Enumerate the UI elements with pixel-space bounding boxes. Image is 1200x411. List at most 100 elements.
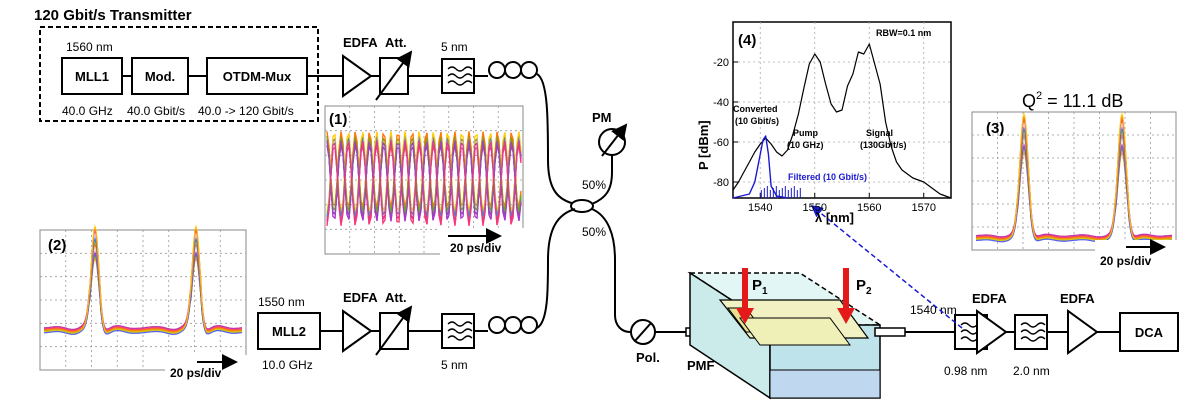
rate-label-1: 40.0 GHz — [62, 104, 113, 118]
rate-label-3: 40.0 -> 120 Gbit/s — [198, 104, 294, 118]
annotation-filtered: Filtered (10 Gbit/s) — [788, 172, 867, 182]
annotation-signal-line2: (130Gbit/s) — [860, 140, 907, 150]
pulse-trace — [975, 115, 1173, 239]
receiver-filter-center: 1540 nm — [910, 303, 957, 317]
eye-diagram-3: Q2 = 11.1 dB (3) 20 ps/div — [971, 90, 1177, 268]
mll2-label: MLL2 — [272, 324, 306, 339]
coupler-split-bottom: 50% — [582, 225, 606, 239]
eye3-scale: 20 ps/div — [1100, 254, 1152, 268]
receiver-filter-bandwidth: 0.98 nm — [944, 364, 987, 378]
transmitter-title: 120 Gbit/s Transmitter — [34, 7, 192, 24]
annotation-converted-line1: Converted — [733, 104, 778, 114]
device-chip — [687, 271, 883, 400]
polarizer-label: Pol. — [636, 350, 660, 365]
receiver-filter2-wave-icon — [1020, 322, 1046, 342]
spectrum-ytick-label: -80 — [713, 177, 729, 189]
spectrum-xtick-label: 1570 — [912, 202, 936, 214]
spectrum-series-filtered — [732, 135, 788, 199]
otdm-mux-label: OTDM-Mux — [223, 69, 292, 84]
spectrum-xtick-label: 1540 — [748, 202, 772, 214]
pulse-trace — [44, 225, 243, 333]
pump-arrow-p1-head-icon — [736, 308, 754, 324]
spectrum-rbw: RBW=0.1 nm — [876, 28, 931, 38]
eye2-label: (2) — [48, 237, 66, 254]
pump-edfa-amplifier-icon — [342, 309, 373, 353]
pump-polarization-controller-icon — [488, 316, 538, 334]
receiver-edfa2-amplifier-icon — [1067, 309, 1099, 355]
pump-filter-bandwidth: 5 nm — [441, 358, 468, 372]
annotation-signal-line1: Signal — [866, 128, 893, 138]
receiver-edfa1-label: EDFA — [972, 291, 1007, 306]
pulse-trace — [44, 236, 243, 335]
annotation-pump-line2: (10 GHz) — [787, 140, 824, 150]
fiber-pump-to-coupler — [536, 208, 576, 329]
upper-bandpass-filter-box — [441, 58, 475, 94]
pump-edfa-label: EDFA — [343, 290, 378, 305]
spectrum-plot: 1540 1550 1560 1570 -20 -40 -60 -80 (4) RBW=0.1… — [696, 21, 952, 225]
upper-polarization-controller-icon — [488, 61, 538, 79]
spectrum-ytick-label: -20 — [713, 57, 729, 69]
eye1-scale: 20 ps/div — [450, 241, 502, 255]
pulse-trace — [975, 111, 1173, 242]
eye-diagram-1: (1) 20 ps/div — [324, 105, 524, 256]
p2-label: P2 — [856, 277, 872, 297]
spectrum-xtick-label: 1560 — [857, 202, 881, 214]
upper-edfa-label: EDFA — [343, 35, 378, 50]
pump-arrow-p2-head-icon — [837, 308, 855, 324]
spectrum-pointer-dashed-line — [810, 205, 963, 329]
pulse-trace — [975, 118, 1173, 238]
pmf-label: PMF — [687, 358, 715, 373]
annotation-converted-line2: (10 Gbit/s) — [735, 116, 779, 126]
polarizer-slash-icon — [634, 322, 652, 342]
spectrum-ytick-label: -60 — [713, 137, 729, 149]
annotation-pump-line1: Pump — [793, 128, 819, 138]
transmitter-frame — [39, 26, 319, 122]
eye-diagram-2: (2) 20 ps/div — [39, 224, 247, 380]
pump-rate: 10.0 GHz — [262, 358, 313, 372]
pulse-trace — [975, 126, 1173, 243]
upper-filter-bandwidth: 5 nm — [441, 40, 468, 54]
pulse-trace — [44, 224, 243, 334]
mod-label: Mod. — [145, 69, 175, 84]
pump-filter-wave-icon — [447, 321, 473, 341]
receiver-edfa1-amplifier-icon — [976, 309, 1008, 355]
coupler-split-top: 50% — [582, 178, 606, 192]
receiver-edfa2-label: EDFA — [1060, 291, 1095, 306]
rate-label-2: 40.0 Gbit/s — [127, 104, 185, 118]
pump-wavelength: 1550 nm — [258, 295, 305, 309]
eye3-label: (3) — [986, 120, 1004, 137]
eye1-trace — [326, 140, 522, 226]
spectrum-label: (4) — [738, 32, 756, 49]
eye2-scale: 20 ps/div — [170, 366, 222, 380]
pump-attenuator-arrow-icon — [375, 305, 413, 356]
upper-filter-wave-icon — [447, 66, 473, 86]
upper-edfa-amplifier-icon — [342, 54, 373, 98]
eye3-q-factor: Q2 = 11.1 dB — [1022, 90, 1123, 111]
spectrum-xlabel: λ [nm] — [815, 210, 854, 225]
fiber-coupler-to-pol — [591, 208, 631, 333]
power-meter-needle-icon — [601, 123, 628, 157]
spectrum-ytick-label: -40 — [713, 97, 729, 109]
eye1-label: (1) — [329, 111, 347, 128]
output-connector — [874, 327, 906, 337]
upper-att-label: Att. — [385, 35, 407, 50]
mll1-label: MLL1 — [75, 69, 109, 84]
pump-bandpass-filter-box — [441, 313, 475, 349]
pulse-trace — [44, 228, 243, 331]
spectrum-series-measured — [732, 43, 952, 199]
upper-attenuator-arrow-icon — [375, 50, 413, 101]
eye1-trace — [326, 140, 522, 222]
fiber-coupler-icon — [570, 199, 594, 213]
spectrum-ylabel: P [dBm] — [696, 120, 711, 170]
power-meter-label: PM — [592, 110, 612, 125]
receiver-filter2-bandwidth: 2.0 nm — [1013, 364, 1050, 378]
fiber-upper-to-coupler — [536, 73, 576, 205]
receiver-filter2-box — [1014, 314, 1048, 350]
p1-label: P1 — [752, 277, 768, 297]
fiber-coupler-to-pm — [591, 155, 613, 205]
transmitter-wavelength: 1560 nm — [66, 40, 113, 54]
pulse-trace — [44, 227, 243, 332]
pump-att-label: Att. — [385, 290, 407, 305]
spectrum-xtick-label: 1550 — [803, 202, 827, 214]
